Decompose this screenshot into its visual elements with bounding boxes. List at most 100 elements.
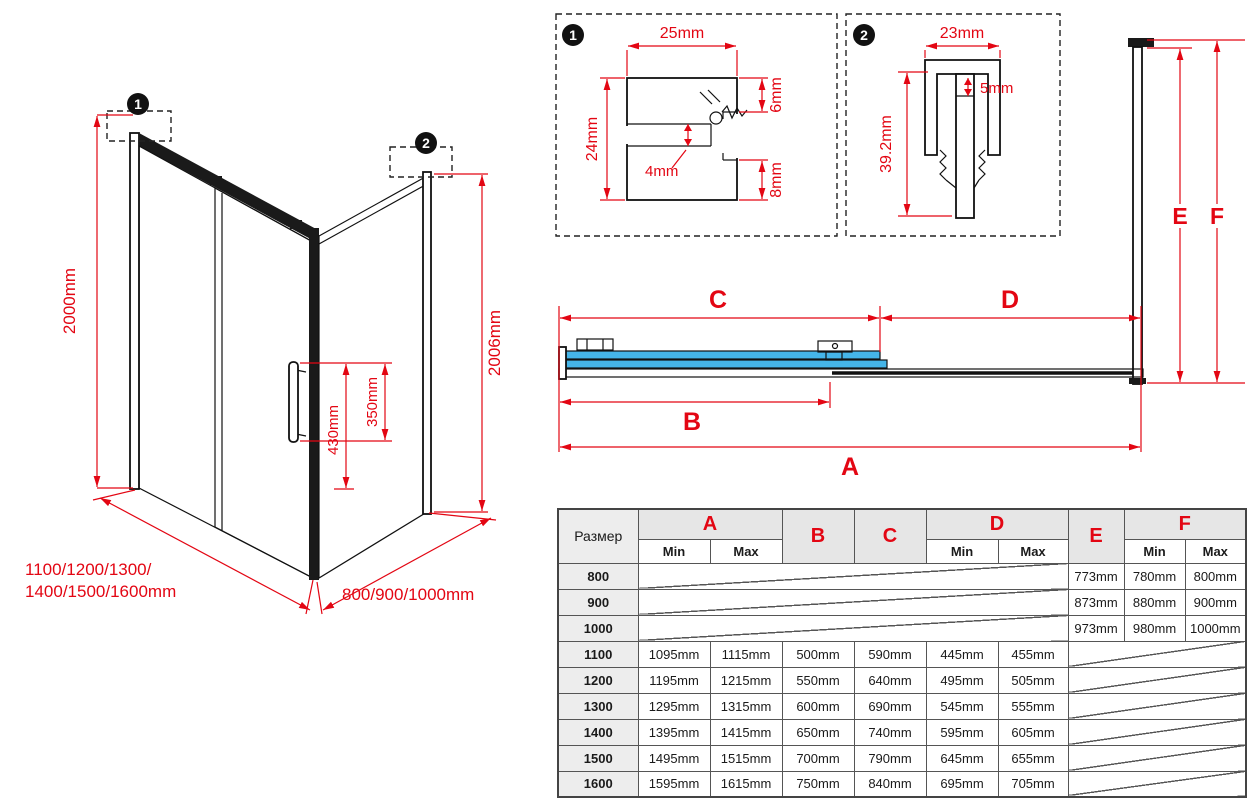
c-cell: 590mm: [853, 640, 927, 668]
col-header-c: C: [853, 508, 927, 564]
a-min-cell: 1395mm: [637, 718, 711, 746]
a-max-header: Max: [709, 538, 783, 564]
b-cell: 650mm: [781, 718, 855, 746]
size-cell: 900: [557, 588, 639, 616]
detail1-callout-number: 1: [569, 27, 577, 43]
detail-1: 1 25mm 24mm: [555, 13, 838, 237]
dim-2000mm: 2000mm: [60, 114, 133, 489]
d-max-cell: 555mm: [997, 692, 1069, 720]
b-cell: 750mm: [781, 770, 855, 798]
col-header-e: E: [1067, 508, 1125, 564]
door-handle: [288, 361, 299, 443]
wall-bracket-plan: [576, 338, 614, 351]
end-profile-plan: [558, 346, 567, 380]
dim-label-d: D: [1001, 286, 1019, 314]
isometric-view: 1 2 2000mm 2006mm 430mm 350mm: [25, 93, 504, 615]
corner-post: [309, 228, 319, 580]
d-max-cell: 705mm: [997, 770, 1069, 798]
na-cell: [1067, 770, 1247, 798]
f-min-cell: 780mm: [1123, 562, 1186, 590]
dim-label-depth: 800/900/1000mm: [342, 585, 474, 604]
left-wall-profile: [129, 132, 140, 490]
na-cell: [637, 588, 1069, 616]
detail2-dims: 23mm 5mm 39.2mm: [878, 25, 1013, 217]
na-cell: [1067, 640, 1247, 668]
front-glass-panel: [138, 144, 314, 579]
na-cell: [637, 562, 1069, 590]
callout2-marker: [415, 132, 437, 154]
ef-elevation: E F: [1128, 38, 1245, 385]
d-max-header: Max: [997, 538, 1069, 564]
spring-clip: [939, 149, 947, 181]
dim-width-options: 1100/1200/1300/ 1400/1500/1600mm: [25, 489, 314, 615]
f-max-cell: 1000mm: [1184, 614, 1247, 642]
table-header-row-1: Размер A B C D E F: [557, 508, 1247, 564]
dim-2006mm: 2006mm: [434, 173, 504, 513]
glass-panel-plan-2: [565, 359, 888, 369]
f-max-cell: 800mm: [1184, 562, 1247, 590]
size-cell: 1400: [557, 718, 639, 746]
f-max-header: Max: [1184, 538, 1247, 564]
detail1-profile: [622, 77, 748, 201]
plan-section: C D B A: [558, 286, 1144, 481]
stopper-bracket-plan: [817, 340, 853, 353]
d-min-cell: 645mm: [925, 744, 999, 772]
a-max-cell: 1215mm: [709, 666, 783, 694]
dim-label-2000mm: 2000mm: [60, 268, 79, 334]
dim-label-4mm: 4mm: [645, 163, 678, 180]
dim-label-23mm: 23mm: [940, 25, 984, 42]
wall-bracket-cap: [1128, 38, 1154, 47]
d-min-cell: 445mm: [925, 640, 999, 668]
size-header-cell: Размер: [557, 508, 639, 564]
a-min-cell: 1495mm: [637, 744, 711, 772]
f-max-cell: 900mm: [1184, 588, 1247, 616]
dim-label-b: B: [683, 408, 701, 436]
top-track: [139, 133, 318, 243]
col-header-b: B: [781, 508, 855, 564]
size-cell: 1500: [557, 744, 639, 772]
dim-label-430mm: 430mm: [325, 405, 342, 455]
dim-label-25mm: 25mm: [660, 25, 704, 42]
dim-label-350mm: 350mm: [364, 377, 381, 427]
na-cell: [1067, 718, 1247, 746]
callout2-number: 2: [422, 135, 430, 151]
a-min-cell: 1095mm: [637, 640, 711, 668]
dim-label-width-1: 1100/1200/1300/: [25, 560, 152, 579]
profile-foot: [1129, 378, 1146, 384]
roller-block: [210, 176, 222, 185]
size-cell: 1000: [557, 614, 639, 642]
roller-block: [290, 220, 302, 229]
dim-label-f: F: [1210, 203, 1224, 229]
f-min-header: Min: [1123, 538, 1186, 564]
a-min-header: Min: [637, 538, 711, 564]
e-cell: 773mm: [1067, 562, 1125, 590]
c-cell: 740mm: [853, 718, 927, 746]
dim-label-width-2: 1400/1500/1600mm: [25, 582, 176, 601]
d-min-cell: 545mm: [925, 692, 999, 720]
na-cell: [1067, 692, 1247, 720]
table-row: 1100 1095mm 1115mm 500mm 590mm 445mm 455…: [557, 640, 1247, 668]
table-row: 1600 1595mm 1615mm 750mm 840mm 695mm 705…: [557, 770, 1247, 798]
f-min-cell: 980mm: [1123, 614, 1186, 642]
a-max-cell: 1515mm: [709, 744, 783, 772]
col-header-a: A: [637, 508, 783, 540]
dim-label-c: C: [709, 286, 727, 314]
dim-handle: 430mm 350mm: [300, 362, 392, 490]
f-min-cell: 880mm: [1123, 588, 1186, 616]
size-spec-table: Размер A B C D E F Min Max Min Max Min M…: [557, 508, 1248, 798]
dim-label-39-2mm: 39.2mm: [878, 115, 895, 173]
d-min-cell: 595mm: [925, 718, 999, 746]
size-cell: 1300: [557, 692, 639, 720]
d-max-cell: 505mm: [997, 666, 1069, 694]
e-cell: 973mm: [1067, 614, 1125, 642]
roller-wheel: [709, 111, 723, 125]
a-max-cell: 1315mm: [709, 692, 783, 720]
table-row: 800 773mm 780mm 800mm: [557, 562, 1247, 590]
detail2-callout-marker: [853, 24, 875, 46]
detail2-border: [845, 13, 1061, 237]
callout1-number: 1: [134, 96, 142, 112]
spring-clip: [721, 104, 748, 120]
dim-label-a: A: [841, 453, 859, 481]
right-wall-profile: [422, 171, 432, 515]
